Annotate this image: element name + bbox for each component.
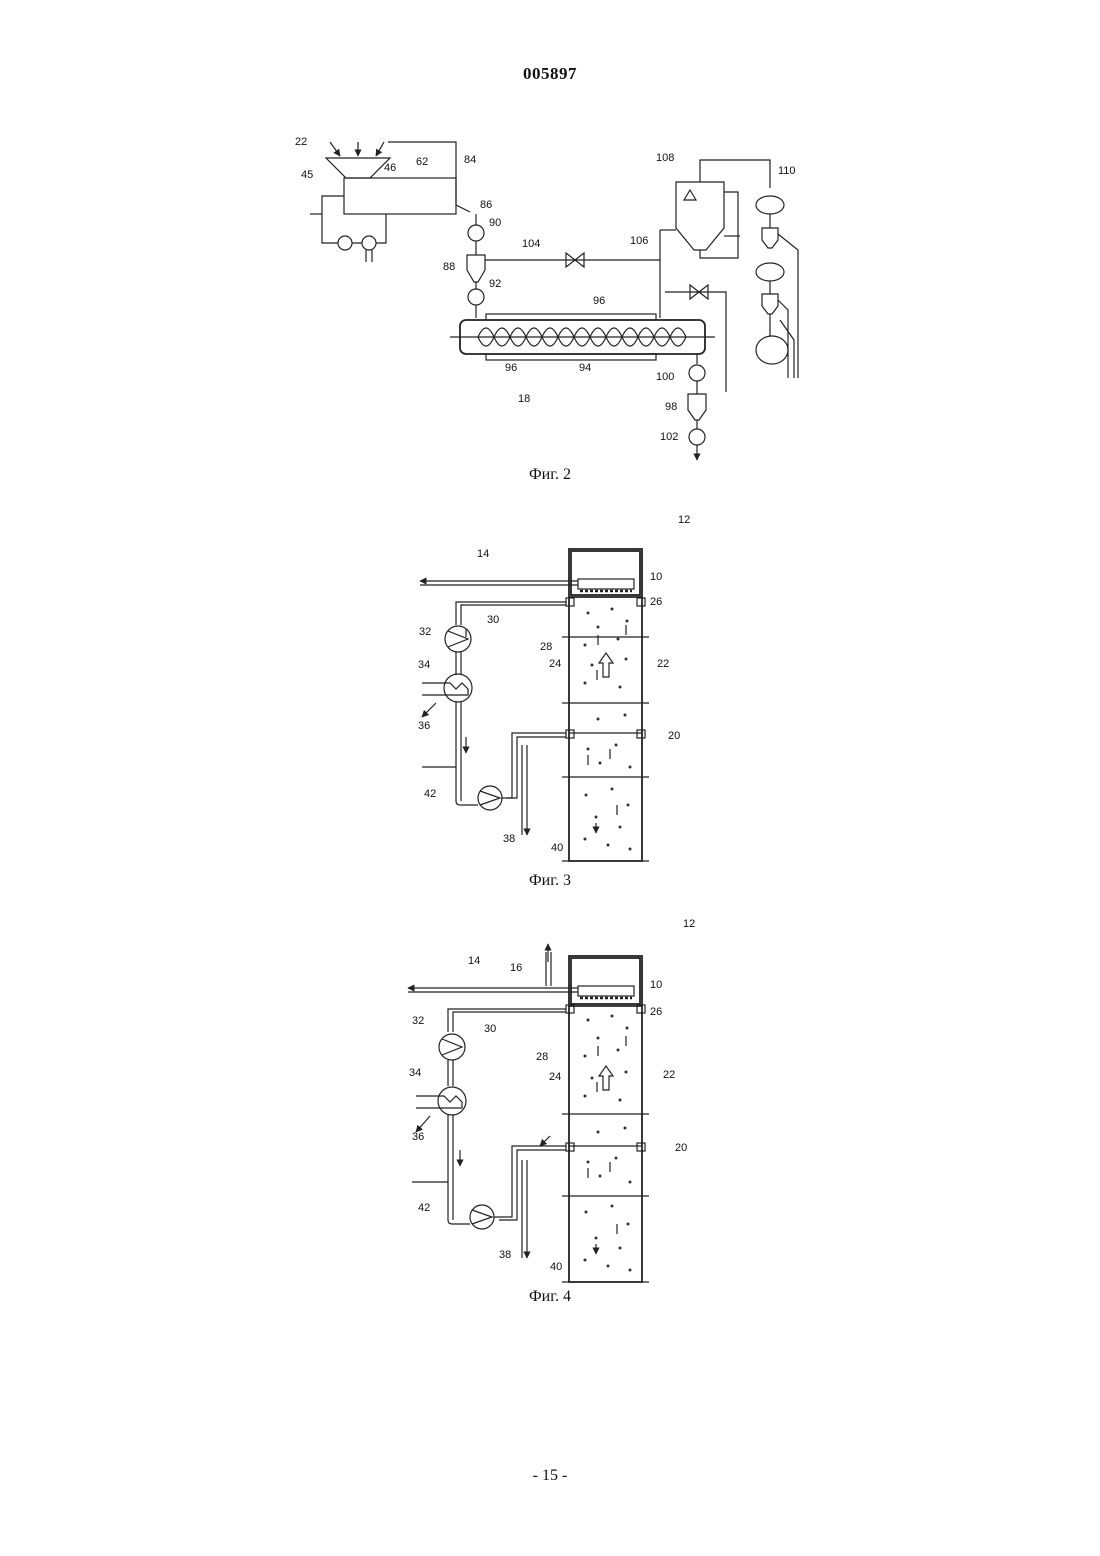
label-42: 42 <box>418 1202 430 1214</box>
figure-3-diagram: 12 14 10 26 32 30 28 24 22 34 36 20 42 3… <box>0 505 1100 867</box>
label-104: 104 <box>522 238 540 250</box>
screw-conveyor-94 <box>450 314 715 360</box>
label-14: 14 <box>477 548 489 560</box>
label-86: 86 <box>480 199 492 211</box>
label-20: 20 <box>675 1142 687 1154</box>
label-36: 36 <box>418 720 430 732</box>
label-90: 90 <box>489 217 501 229</box>
label-38: 38 <box>503 833 515 845</box>
label-22: 22 <box>663 1069 675 1081</box>
figure-2-diagram: 22 45 46 62 84 86 90 88 92 104 106 108 1… <box>0 0 1100 470</box>
label-100: 100 <box>656 371 674 383</box>
distributor-10 <box>578 579 634 589</box>
label-26: 26 <box>650 1006 662 1018</box>
label-28: 28 <box>540 641 552 653</box>
label-40: 40 <box>550 1261 562 1273</box>
figure-3-caption: Фиг. 3 <box>0 872 1100 890</box>
gas-flow-arrow-24 <box>599 1066 613 1090</box>
label-32: 32 <box>412 1015 424 1027</box>
label-98: 98 <box>665 401 677 413</box>
motor-symbol <box>362 236 376 250</box>
pump-symbol <box>338 236 352 250</box>
label-92: 92 <box>489 278 501 290</box>
label-36: 36 <box>412 1131 424 1143</box>
column-12 <box>562 549 649 861</box>
particles <box>584 1015 632 1272</box>
label-106: 106 <box>630 235 648 247</box>
label-26: 26 <box>650 596 662 608</box>
label-96-top: 96 <box>593 295 605 307</box>
label-34: 34 <box>418 659 430 671</box>
label-62: 62 <box>416 156 428 168</box>
vessel-62 <box>344 178 456 214</box>
label-40: 40 <box>551 842 563 854</box>
feed-hopper <box>326 142 390 178</box>
gas-flow-arrow-24 <box>599 653 613 677</box>
label-12: 12 <box>683 918 695 930</box>
distributor-10 <box>578 986 634 996</box>
label-32: 32 <box>419 626 431 638</box>
label-28: 28 <box>536 1051 548 1063</box>
label-24: 24 <box>549 658 561 670</box>
figure-4-caption: Фиг. 4 <box>0 1288 1100 1306</box>
label-84: 84 <box>464 154 476 166</box>
label-108: 108 <box>656 152 674 164</box>
label-46: 46 <box>384 162 396 174</box>
page-number: - 15 - <box>0 1467 1100 1485</box>
label-10: 10 <box>650 979 662 991</box>
label-22: 22 <box>295 136 307 148</box>
label-16: 16 <box>510 962 522 974</box>
figure-4-diagram: 12 14 16 10 26 32 30 28 24 22 34 36 20 4… <box>0 914 1100 1286</box>
label-102: 102 <box>660 431 678 443</box>
figure-2-caption: Фиг. 2 <box>0 466 1100 484</box>
label-38: 38 <box>499 1249 511 1261</box>
rotary-valve-102 <box>689 429 705 445</box>
label-20: 20 <box>668 730 680 742</box>
label-88: 88 <box>443 261 455 273</box>
column-12 <box>562 956 649 1282</box>
label-110: 110 <box>778 165 796 177</box>
label-10: 10 <box>650 571 662 583</box>
label-45: 45 <box>301 169 313 181</box>
label-96-bottom: 96 <box>505 362 517 374</box>
rotary-valve-100 <box>689 365 705 381</box>
label-12: 12 <box>678 514 690 526</box>
label-94: 94 <box>579 362 591 374</box>
rotary-valve-90 <box>468 225 484 241</box>
label-42: 42 <box>424 788 436 800</box>
label-34: 34 <box>409 1067 421 1079</box>
rotary-valve-92 <box>468 289 484 305</box>
label-30: 30 <box>484 1023 496 1035</box>
particles <box>584 608 632 851</box>
label-14: 14 <box>468 955 480 967</box>
label-22: 22 <box>657 658 669 670</box>
label-30: 30 <box>487 614 499 626</box>
label-24: 24 <box>549 1071 561 1083</box>
label-18: 18 <box>518 393 530 405</box>
